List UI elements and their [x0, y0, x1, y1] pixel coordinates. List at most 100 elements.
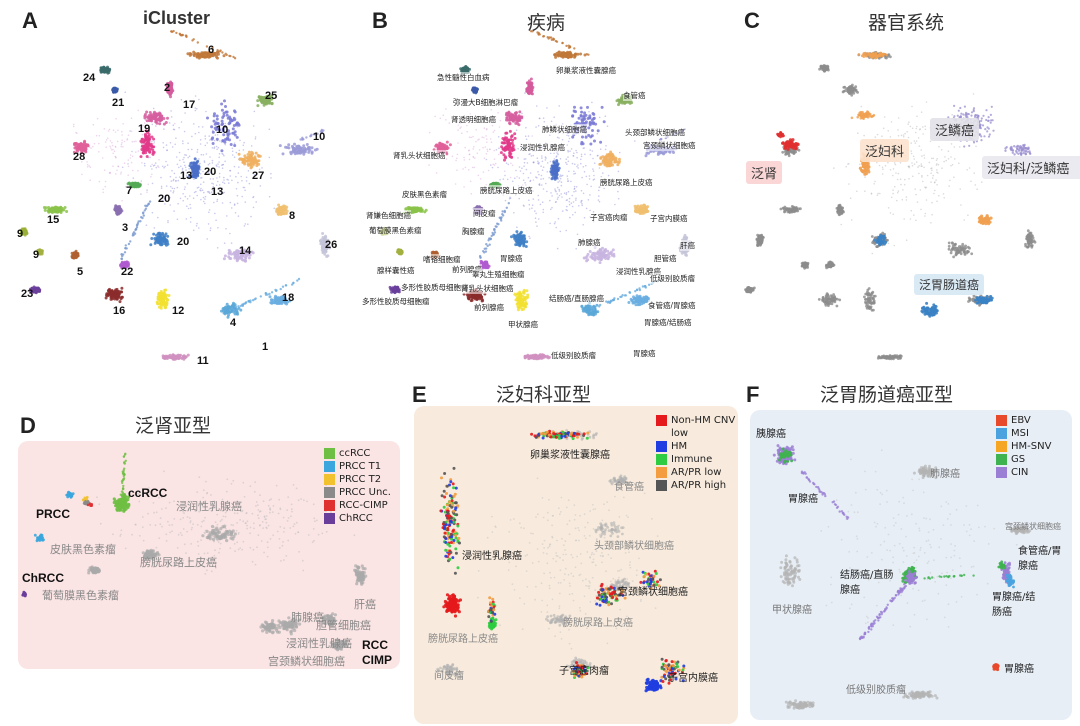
scatter-point	[254, 138, 257, 140]
scatter-point	[577, 116, 581, 120]
scatter-point	[143, 113, 147, 116]
scatter-point	[215, 164, 218, 166]
scatter-point	[73, 142, 76, 146]
scatter-point	[174, 122, 176, 125]
scatter-point	[112, 165, 114, 167]
scatter-point	[79, 148, 83, 152]
scatter-point	[289, 152, 293, 156]
scatter-point	[573, 190, 575, 193]
scatter-point	[579, 106, 583, 110]
scatter-point	[221, 116, 225, 119]
scatter-point	[221, 139, 225, 143]
scatter-point	[557, 217, 560, 220]
scatter-point	[252, 162, 256, 165]
scatter-point	[227, 179, 229, 181]
scatter-point	[567, 135, 570, 137]
scatter-point	[602, 120, 606, 124]
scatter-point	[170, 116, 173, 118]
scatter-point	[225, 113, 229, 117]
scatter-point	[153, 164, 156, 166]
scatter-point	[195, 225, 198, 227]
scatter-point	[218, 184, 221, 186]
scatter-point	[175, 31, 178, 35]
scatter-point	[538, 162, 540, 164]
scatter-point	[157, 216, 159, 219]
scatter-point	[598, 186, 600, 188]
scatter-point	[183, 188, 186, 190]
scatter-point	[251, 299, 255, 302]
scatter-point	[275, 300, 279, 304]
scatter-point	[528, 235, 530, 238]
scatter-point	[270, 172, 272, 175]
scatter-point	[576, 233, 579, 236]
scatter-point	[243, 186, 246, 189]
scatter-point	[596, 132, 599, 135]
scatter-point	[252, 159, 256, 163]
scatter-point	[215, 184, 218, 187]
scatter-point	[218, 176, 221, 178]
scatter-point	[171, 169, 173, 172]
scatter-point	[231, 179, 233, 182]
scatter-point	[216, 121, 220, 125]
scatter-point	[141, 216, 144, 220]
scatter-point	[212, 178, 214, 180]
scatter-point	[591, 257, 595, 260]
scatter-point	[130, 161, 133, 164]
scatter-point	[540, 354, 544, 357]
scatter-point	[211, 52, 215, 56]
scatter-point	[508, 121, 511, 125]
scatter-point	[535, 105, 538, 107]
scatter-point	[172, 355, 176, 359]
scatter-point	[230, 207, 233, 209]
scatter-point	[486, 150, 489, 152]
scatter-point	[84, 147, 88, 151]
scatter-point	[196, 52, 200, 56]
scatter-point	[462, 168, 464, 170]
scatter-point	[163, 197, 166, 200]
scatter-point	[184, 34, 188, 37]
scatter-point	[181, 33, 184, 37]
scatter-point	[193, 178, 195, 180]
scatter-point	[573, 152, 575, 154]
scatter-point	[216, 134, 219, 136]
scatter-point	[235, 151, 238, 154]
scatter-point	[164, 294, 167, 298]
cluster-label: 3	[122, 222, 129, 234]
scatter-point	[581, 135, 584, 139]
scatter-point	[111, 294, 115, 298]
scatter-point	[591, 101, 593, 104]
scatter-point	[236, 202, 239, 205]
scatter-point	[127, 174, 129, 176]
scatter-point	[184, 195, 187, 198]
scatter-point	[471, 166, 474, 169]
scatter-point	[595, 303, 599, 307]
scatter-point	[127, 165, 130, 168]
scatter-point	[233, 133, 237, 137]
scatter-point	[231, 150, 234, 153]
scatter-point	[530, 155, 533, 157]
scatter-point	[169, 175, 172, 178]
scatter-point	[194, 132, 197, 135]
scatter-point	[604, 148, 607, 151]
scatter-point	[197, 186, 200, 189]
scatter-point	[590, 134, 594, 138]
scatter-point	[198, 227, 200, 229]
scatter-point	[434, 115, 436, 118]
scatter-point	[559, 158, 562, 160]
scatter-point	[206, 238, 208, 240]
scatter-point	[509, 196, 511, 199]
scatter-point	[273, 301, 277, 305]
scatter-point	[175, 176, 177, 179]
scatter-point	[580, 305, 584, 308]
scatter-point	[171, 146, 174, 148]
scatter-point	[146, 137, 150, 141]
scatter-point	[464, 166, 467, 169]
scatter-point	[126, 138, 129, 140]
scatter-point	[229, 169, 231, 172]
scatter-point	[216, 198, 219, 201]
scatter-point	[254, 136, 257, 138]
scatter-point	[522, 179, 525, 181]
scatter-point	[605, 145, 607, 147]
scatter-point	[216, 247, 219, 249]
scatter-point	[537, 171, 539, 173]
